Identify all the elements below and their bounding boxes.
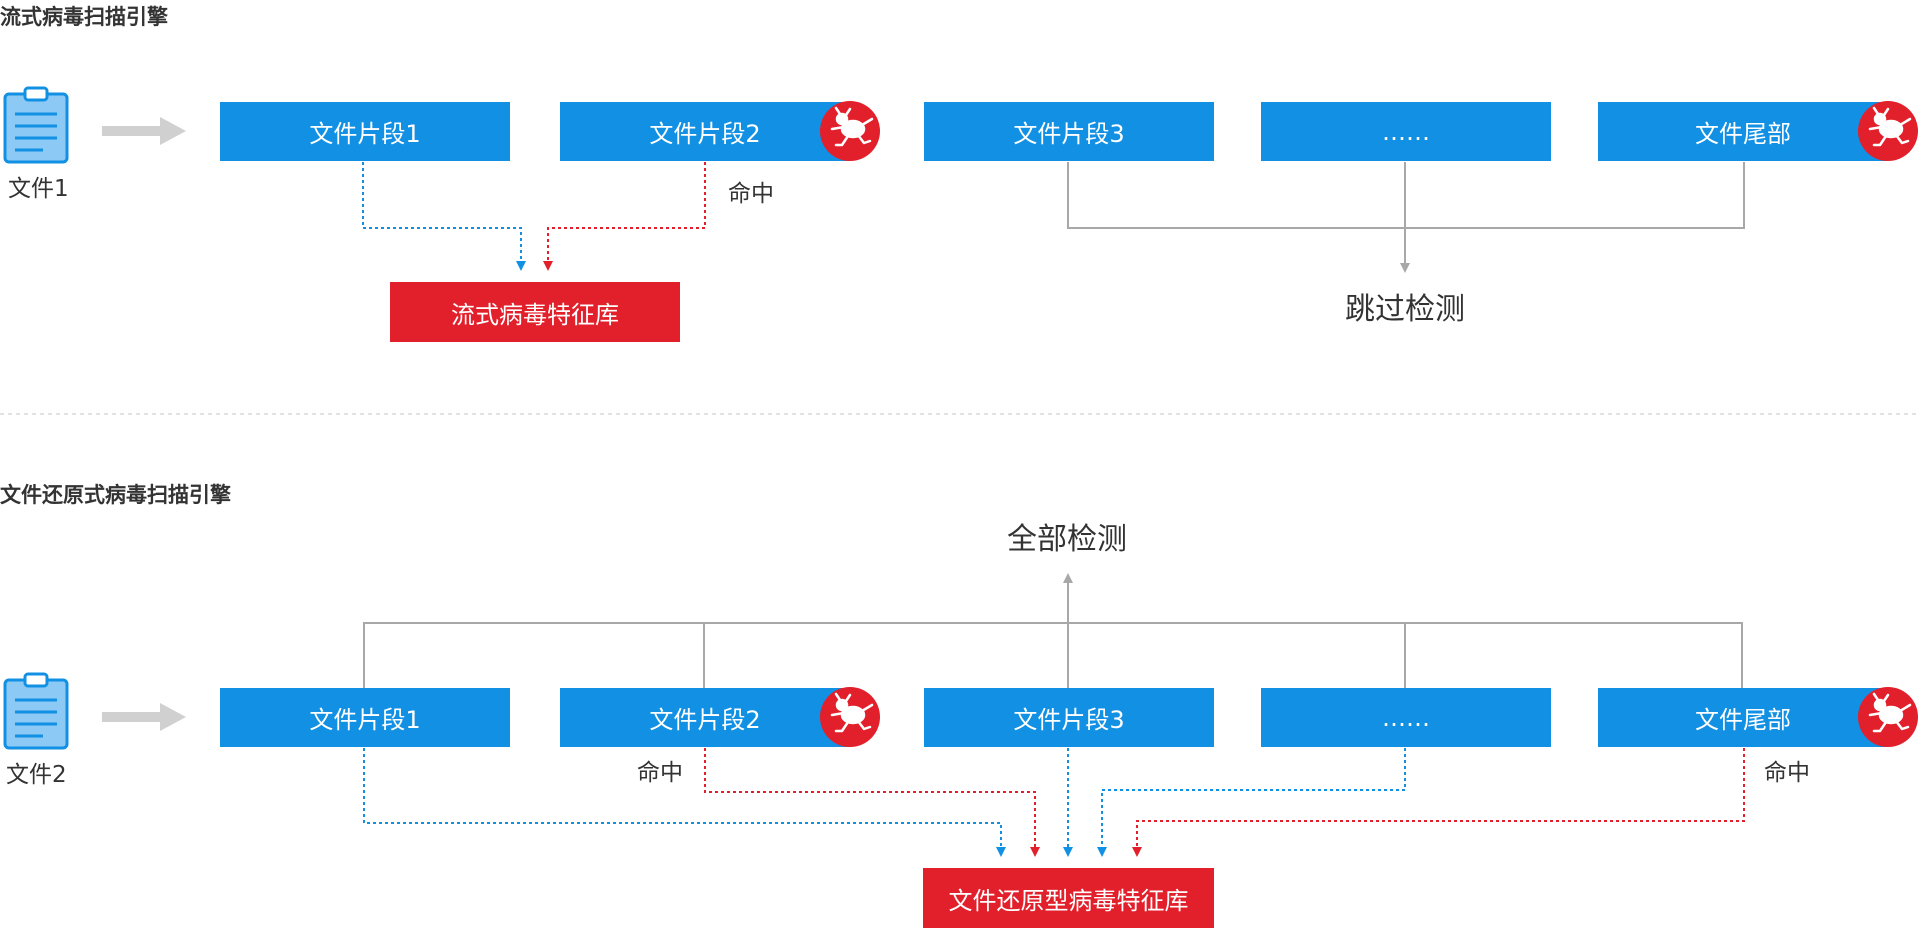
s1-seg2-to-library-line: [543, 162, 706, 271]
s1-virus-library: 流式病毒特征库: [390, 282, 680, 342]
segment-label: 文件片段1: [309, 706, 421, 734]
s2-all-label: 全部检测: [1007, 522, 1127, 557]
s2-segment-tail: 文件尾部: [1598, 688, 1888, 747]
s1-segment-2: 文件片段2: [560, 102, 850, 161]
s1-hit-label: 命中: [728, 181, 774, 207]
file2-label: 文件2: [6, 762, 67, 788]
s2-virus-library: 文件还原型病毒特征库: [923, 868, 1214, 928]
segment-label: 文件尾部: [1695, 120, 1791, 148]
virus-bug-icon: [1858, 687, 1918, 747]
arrow-right-icon: [102, 703, 186, 731]
segment-label: 文件片段2: [649, 120, 761, 148]
s1-segment-tail: 文件尾部: [1598, 102, 1888, 161]
s1-segment-1: 文件片段1: [220, 102, 510, 161]
file1-label: 文件1: [8, 176, 69, 202]
virus-bug-icon: [1858, 101, 1918, 161]
segment-label: 文件片段3: [1013, 120, 1125, 148]
segment-label: 文件片段3: [1013, 706, 1125, 734]
s2-seg2-to-library-line: [704, 748, 1040, 857]
clipboard-file-icon: [3, 86, 69, 164]
arrow-right-icon: [102, 117, 186, 145]
segment-label: ……: [1382, 117, 1430, 146]
s2-seg4-to-library-line: [1097, 748, 1406, 857]
virus-bug-icon: [820, 101, 880, 161]
s2-seg1-to-library-line: [363, 748, 1006, 857]
section1-title: 流式病毒扫描引擎: [0, 5, 168, 29]
segment-label: 文件尾部: [1695, 706, 1791, 734]
segment-label: 文件片段2: [649, 706, 761, 734]
s1-segment-4: ……: [1261, 102, 1551, 161]
s2-all-bracket-line: [363, 622, 1743, 688]
s2-hit-label-2: 命中: [1764, 760, 1810, 786]
s1-skip-label: 跳过检测: [1345, 292, 1465, 327]
segment-label: 文件片段1: [309, 120, 421, 148]
s2-segment-3: 文件片段3: [924, 688, 1214, 747]
s2-segment-2: 文件片段2: [560, 688, 850, 747]
segment-label: ……: [1382, 703, 1430, 732]
s2-hit-label-1: 命中: [637, 760, 683, 786]
s2-tail-to-library-line: [1132, 748, 1745, 857]
s2-segment-4: ……: [1261, 688, 1551, 747]
clipboard-file-icon: [3, 672, 69, 750]
s1-seg1-to-library-line: [362, 162, 526, 271]
section2-title: 文件还原式病毒扫描引擎: [0, 483, 231, 507]
virus-bug-icon: [820, 687, 880, 747]
s2-segment-1: 文件片段1: [220, 688, 510, 747]
s1-segment-3: 文件片段3: [924, 102, 1214, 161]
